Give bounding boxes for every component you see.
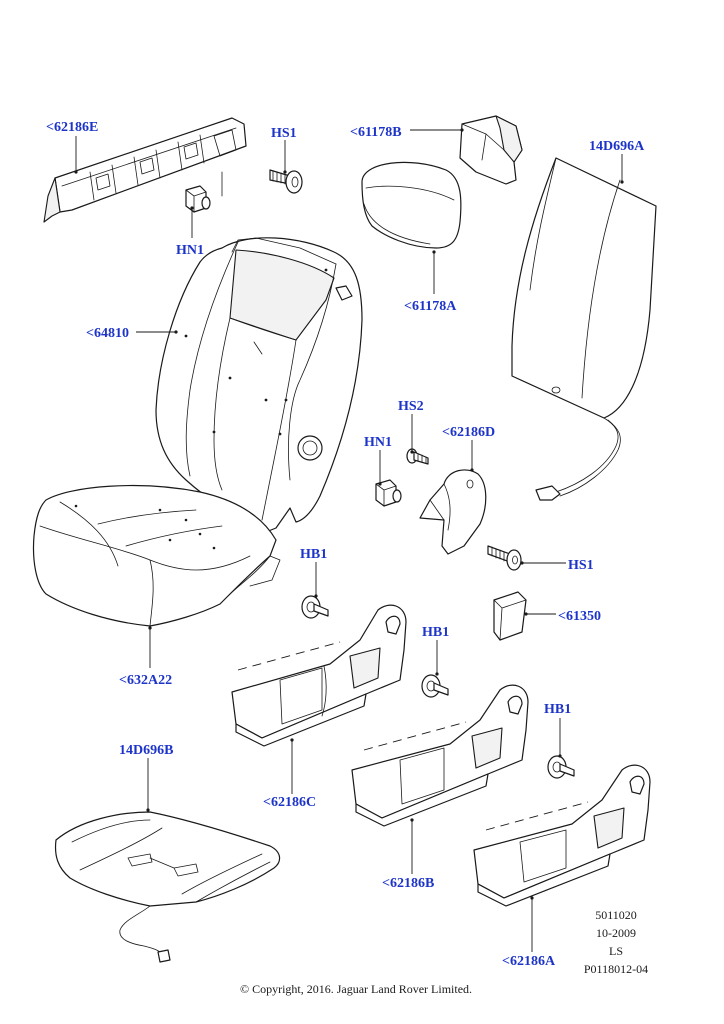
side-shield-62186B xyxy=(351,684,529,827)
callout-14D696B: 14D696B xyxy=(119,743,173,758)
callout-64810: <64810 xyxy=(86,326,129,341)
callout-61350: <61350 xyxy=(558,609,601,624)
bolt-HB1-a xyxy=(301,595,329,619)
backboard-trim-62186E xyxy=(43,117,247,223)
callout-HS1-top: HS1 xyxy=(271,126,297,141)
callout-HN1-top: HN1 xyxy=(176,243,204,258)
callout-HB1-c: HB1 xyxy=(544,702,571,717)
callout-62186C: <62186C xyxy=(263,795,316,810)
backrest-cover-64810 xyxy=(155,237,363,533)
callout-62186A: <62186A xyxy=(502,954,556,969)
callout-HB1-b: HB1 xyxy=(422,625,449,640)
bolt-HB1-b xyxy=(421,674,449,698)
callout-62186D: <62186D xyxy=(442,425,495,440)
headrest-61178A xyxy=(361,161,462,249)
callout-632A22: <632A22 xyxy=(119,673,172,688)
seat-cushion-cover-632A22 xyxy=(32,484,281,627)
leader-lines xyxy=(74,128,624,952)
bolt-HB1-c xyxy=(547,755,575,779)
callout-HN1-mid: HN1 xyxy=(364,435,392,450)
backrest-heater-mat-14D696A xyxy=(511,157,657,501)
callout-61178A: <61178A xyxy=(404,299,457,314)
screw-HS1-top xyxy=(269,169,303,194)
meta-model: LS xyxy=(609,944,623,958)
callout-HS1-mid: HS1 xyxy=(568,558,594,573)
callout-14D696A: 14D696A xyxy=(589,139,645,154)
callout-62186B: <62186B xyxy=(382,876,434,891)
side-shield-62186C xyxy=(231,604,407,747)
callout-61178B: <61178B xyxy=(350,125,402,140)
callout-62186E: <62186E xyxy=(46,120,98,135)
clip-nut-HN1-top xyxy=(185,185,211,213)
recliner-cover-62186D xyxy=(419,469,487,555)
callout-HS2: HS2 xyxy=(398,399,424,414)
meta-code: 5011020 xyxy=(595,908,637,922)
trim-cap-61350 xyxy=(493,591,527,641)
cushion-heater-mat-14D696B xyxy=(54,811,281,963)
clip-nut-HN1-mid xyxy=(375,479,402,507)
meta-ref: P0118012-04 xyxy=(584,962,648,976)
screw-HS2 xyxy=(406,448,429,465)
side-shield-62186A xyxy=(473,764,651,907)
callout-HB1-a: HB1 xyxy=(300,547,327,562)
headrest-guide-61178B xyxy=(459,115,523,185)
meta-date: 10-2009 xyxy=(596,926,636,940)
copyright-notice: © Copyright, 2016. Jaguar Land Rover Lim… xyxy=(240,982,472,996)
screw-HS1-mid xyxy=(487,545,522,571)
